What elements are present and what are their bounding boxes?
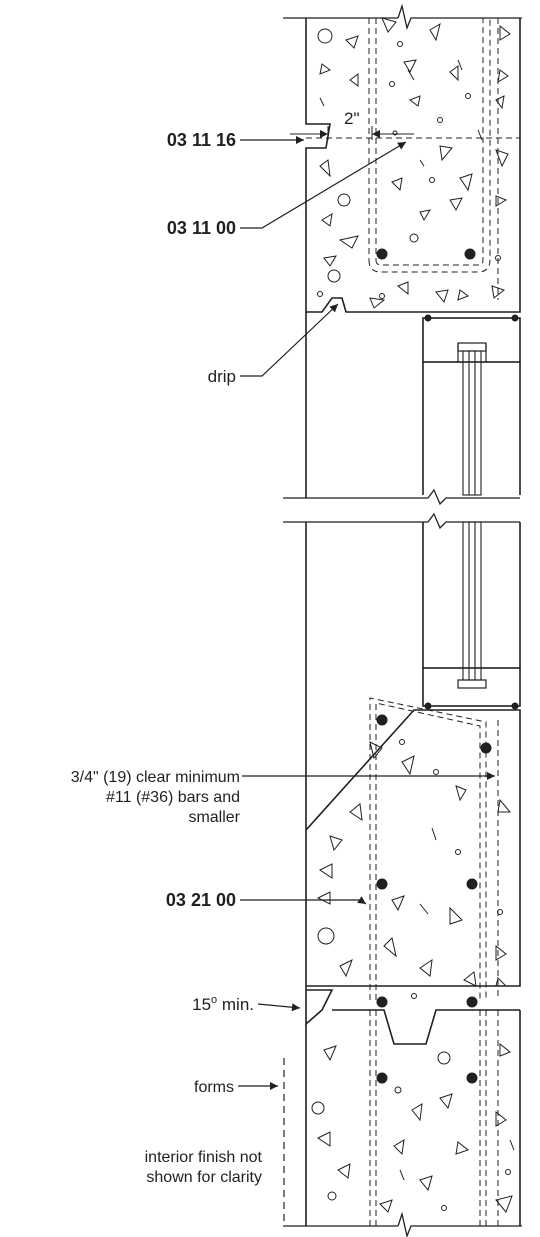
label-forms: forms — [194, 1079, 234, 1096]
rebar-dot — [464, 248, 476, 260]
leader-03-21-00 — [240, 896, 367, 905]
leader-03-11-00 — [240, 141, 407, 229]
lower-wall — [305, 986, 521, 1226]
upper-beam-block — [305, 18, 521, 313]
leader-15-min — [257, 1003, 301, 1012]
middle-break-line — [283, 488, 520, 530]
sill-block — [305, 697, 521, 1008]
label-clear-minimum-2: #11 (#36) bars and — [106, 789, 240, 806]
label-interior-finish-1: interior finish not — [145, 1149, 263, 1166]
label-15-min: 15o min. — [192, 994, 254, 1014]
window-head-frame — [422, 314, 521, 496]
label-clear-minimum-1: 3/4" (19) clear minimum — [71, 769, 240, 786]
label-clear-minimum-3: smaller — [188, 809, 240, 826]
aggregate-texture-upper — [317, 17, 511, 309]
label-03-11-16: 03 11 16 — [167, 130, 236, 150]
label-drip: drip — [208, 367, 236, 386]
top-break-line — [283, 3, 522, 31]
rebar-dot — [376, 248, 388, 260]
label-03-21-00: 03 21 00 — [166, 890, 236, 910]
label-03-11-00: 03 11 00 — [167, 218, 236, 238]
leader-drip — [240, 303, 339, 377]
bottom-break-line — [283, 1211, 522, 1237]
window-sill-frame — [422, 521, 521, 710]
dimension-2in-label: 2" — [344, 109, 360, 128]
label-interior-finish-2: shown for clarity — [146, 1169, 262, 1186]
aggregate-texture-lower — [311, 739, 515, 1213]
